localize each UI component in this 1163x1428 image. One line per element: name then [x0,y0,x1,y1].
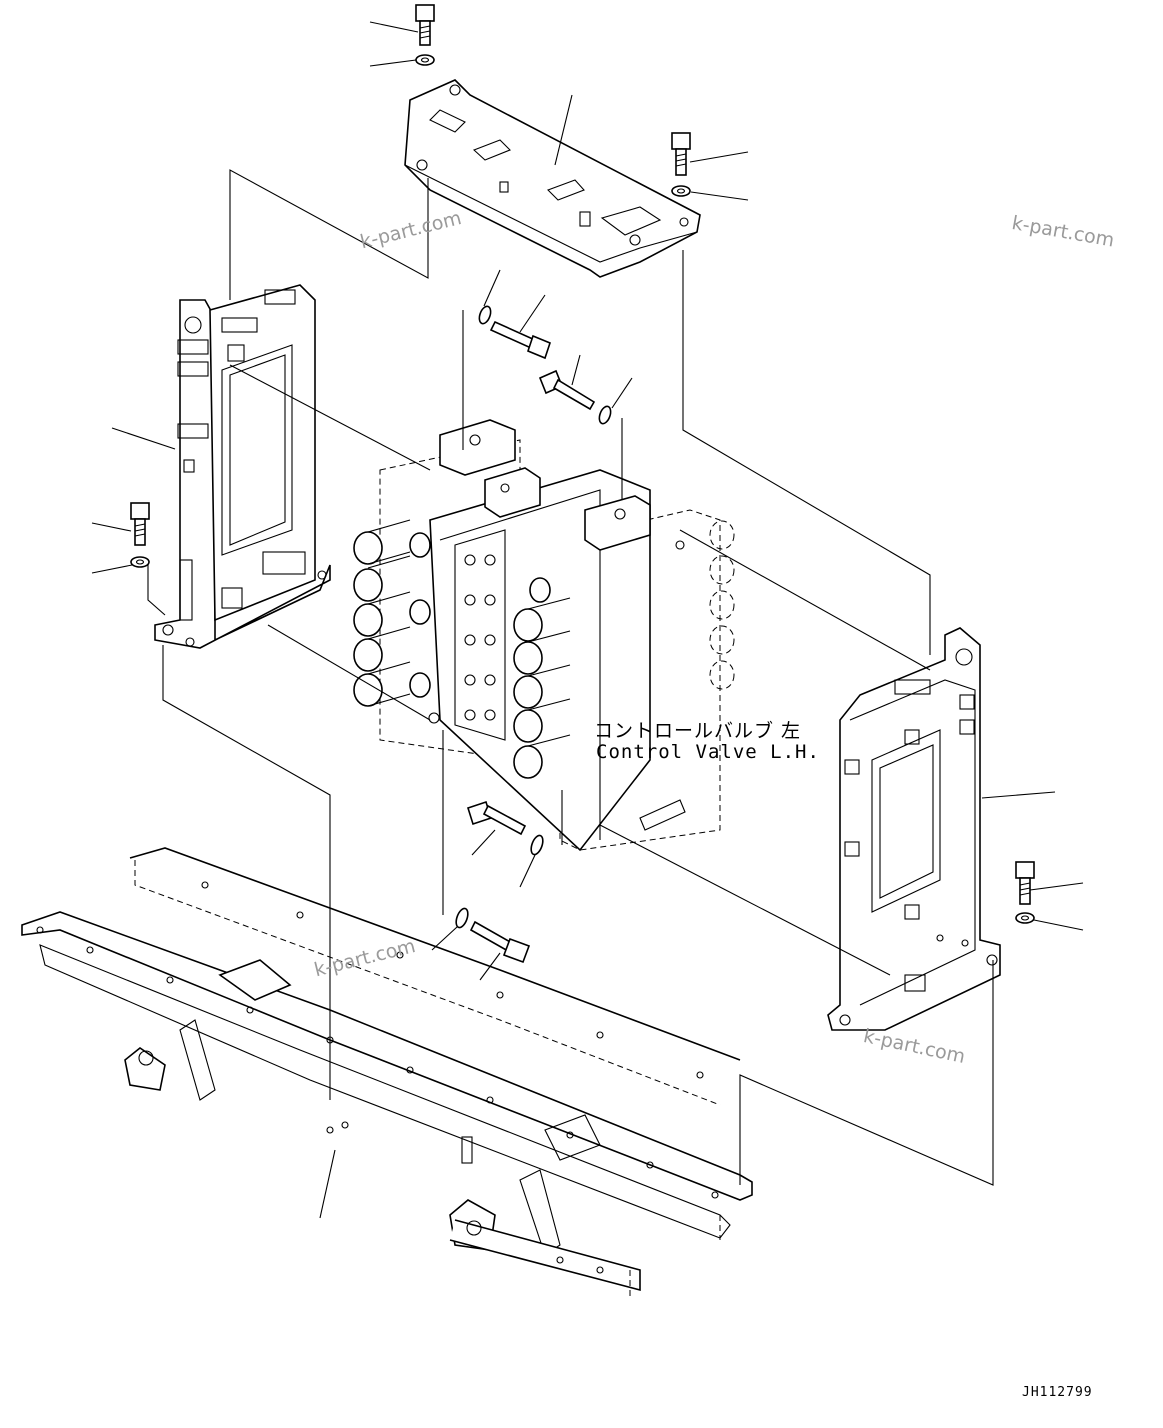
callout-leaders [91,21,1084,1219]
bolt-icon [671,132,691,176]
part-label-japanese: コントロールバルブ 左 [594,720,802,742]
bolt-icon [415,4,435,46]
left-frame [154,284,331,649]
part-label-english: Control Valve L.H. [596,741,820,763]
washer-icon [478,305,492,325]
washer-icon [530,834,544,856]
washer-icon [130,556,150,568]
bolt-icon [467,800,527,836]
bolt-icon [538,369,596,411]
bolt-icon [469,920,531,964]
main-frame [21,847,753,1300]
bolt-icon [1015,861,1035,905]
bolt-icon [130,502,150,546]
top-bracket [404,79,701,278]
right-frame [827,627,1001,1031]
washer-icon [415,54,435,66]
washer-icon [1015,912,1035,924]
washer-icon [455,907,469,929]
assembly-lines [147,169,994,1186]
control-valve [353,419,735,852]
drawing-code: JH112799 [1022,1385,1093,1400]
washer-icon [671,185,691,197]
washer-icon [598,405,612,425]
bolt-icon [489,320,551,360]
